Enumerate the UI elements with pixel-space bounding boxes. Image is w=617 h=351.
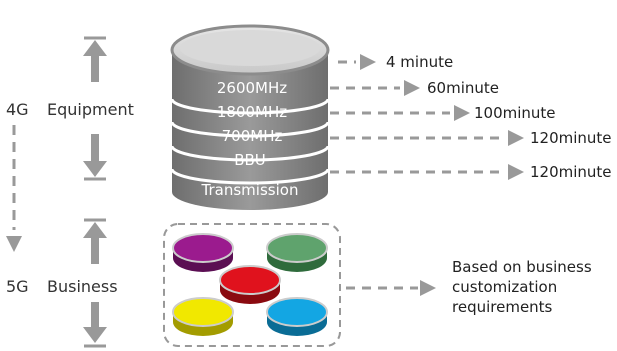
label-equipment: Equipment [47, 100, 134, 119]
equipment-range-indicator [83, 36, 107, 181]
arrow-right-icon [508, 164, 524, 180]
arrow-right-icon [360, 54, 376, 70]
label-business: Business [47, 277, 118, 296]
layer-label-700mhz: 700MHz [222, 127, 283, 145]
up-arrow-icon [83, 40, 107, 82]
arrow-right-icon [420, 280, 436, 296]
business-range-indicator [83, 218, 107, 348]
layer-label-2600mhz: 2600MHz [217, 79, 287, 97]
equipment-stack-cylinder [170, 24, 330, 210]
business-note-line-1: Based on business [452, 258, 592, 276]
disc-blue [266, 297, 328, 336]
disc-red [219, 265, 281, 304]
timeline-arrow-icon [6, 236, 22, 252]
disc-yellow [172, 297, 234, 336]
disc-green [266, 233, 328, 272]
layer-label-bbu: BBU [234, 151, 266, 169]
arrow-right-icon [404, 80, 420, 96]
time-arrowheads [360, 54, 524, 180]
time-1800mhz: 60minute [427, 79, 499, 97]
label-5g: 5G [6, 277, 29, 296]
business-services-box [163, 223, 341, 347]
time-arrows [330, 60, 505, 174]
down-arrow-icon [83, 302, 107, 343]
time-2600mhz: 4 minute [386, 53, 453, 71]
arrow-right-icon [508, 130, 524, 146]
business-note-line-2: customization [452, 278, 557, 296]
time-700mhz: 100minute [474, 104, 556, 122]
arrow-right-icon [454, 105, 470, 121]
business-note-line-3: requirements [452, 298, 553, 316]
layer-label-transmission: Transmission [201, 181, 299, 199]
time-transmission: 120minute [530, 163, 612, 181]
generation-timeline [6, 125, 22, 252]
disc-purple [172, 233, 234, 272]
time-bbu: 120minute [530, 129, 612, 147]
label-4g: 4G [6, 100, 29, 119]
up-arrow-icon [83, 222, 107, 264]
layer-label-1800mhz: 1800MHz [217, 103, 287, 121]
down-arrow-icon [83, 134, 107, 177]
